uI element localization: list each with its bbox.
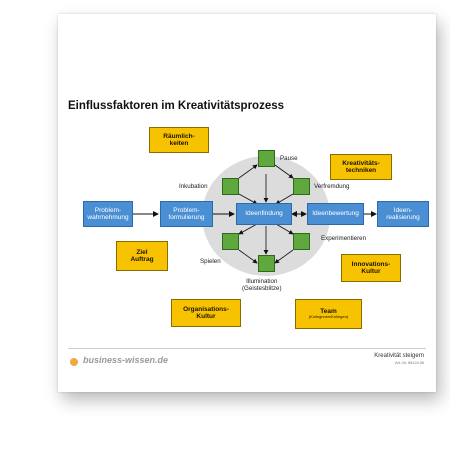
document-page: Einflussfaktoren im Kreativitätsprozess … xyxy=(58,14,436,392)
footer-divider xyxy=(68,348,426,349)
box-ideenfindung: Ideenfindung xyxy=(236,203,292,225)
cycle-node-verfremdung xyxy=(293,178,310,195)
label-experimentieren: Experimentieren xyxy=(321,235,367,242)
footer-article-number: Art.-Nr. 86124.06 xyxy=(395,361,424,365)
arrow-verfremdung-findung xyxy=(275,193,294,205)
label-inkubation: Inkubation xyxy=(179,183,208,190)
cycle-node-spielen xyxy=(222,233,239,250)
factor-team: Team (Kollegnnen/Kollegen) xyxy=(295,299,362,329)
team-label: Team xyxy=(320,307,337,315)
box-ideenrealisierung: Ideen- realisierung xyxy=(377,201,429,227)
footer-document-title: Kreativität steigern xyxy=(374,353,424,359)
arrow-inkubation-pause xyxy=(238,164,258,179)
box-problemformulierung: Problem- formulierung xyxy=(160,201,213,227)
arrow-findung-experimentieren xyxy=(275,223,294,235)
label-verfremdung: Verfremdung xyxy=(314,183,350,190)
factor-kreativitaetstechniken: Kreativitäts- techniken xyxy=(330,154,392,180)
cycle-node-pause xyxy=(258,150,275,167)
box-ideenbewertung: Ideenbewertung xyxy=(307,203,364,225)
cycle-node-illumination xyxy=(258,255,275,272)
arrow-experimentieren-illumination xyxy=(274,249,294,264)
arrow-inkubation-findung xyxy=(238,193,258,205)
team-sublabel: (Kollegnnen/Kollegen) xyxy=(308,314,349,320)
cycle-node-experimentieren xyxy=(293,233,310,250)
label-spielen: Spielen xyxy=(200,258,221,265)
arrow-pause-verfremdung xyxy=(274,164,294,179)
factor-ziel-auftrag: Ziel Auftrag xyxy=(116,241,168,271)
factor-innovationskultur: Innovations- Kultur xyxy=(341,254,401,282)
arrow-spielen-illumination xyxy=(238,249,258,264)
page-title: Einflussfaktoren im Kreativitätsprozess xyxy=(68,100,285,112)
label-illumination: Illumination (Geistesblitze) xyxy=(242,278,282,293)
brand-dot-icon xyxy=(70,358,78,366)
cycle-node-inkubation xyxy=(222,178,239,195)
factor-organisationskultur: Organisations- Kultur xyxy=(171,299,241,327)
brand-logo-text: business-wissen.de xyxy=(83,355,169,365)
label-pause: Pause xyxy=(280,155,298,162)
arrow-findung-spielen xyxy=(238,223,258,235)
box-problemwahrnehmung: Problem- wahrnehmung xyxy=(83,201,133,227)
factor-raeumlichkeiten: Räumlich- keiten xyxy=(149,127,209,153)
